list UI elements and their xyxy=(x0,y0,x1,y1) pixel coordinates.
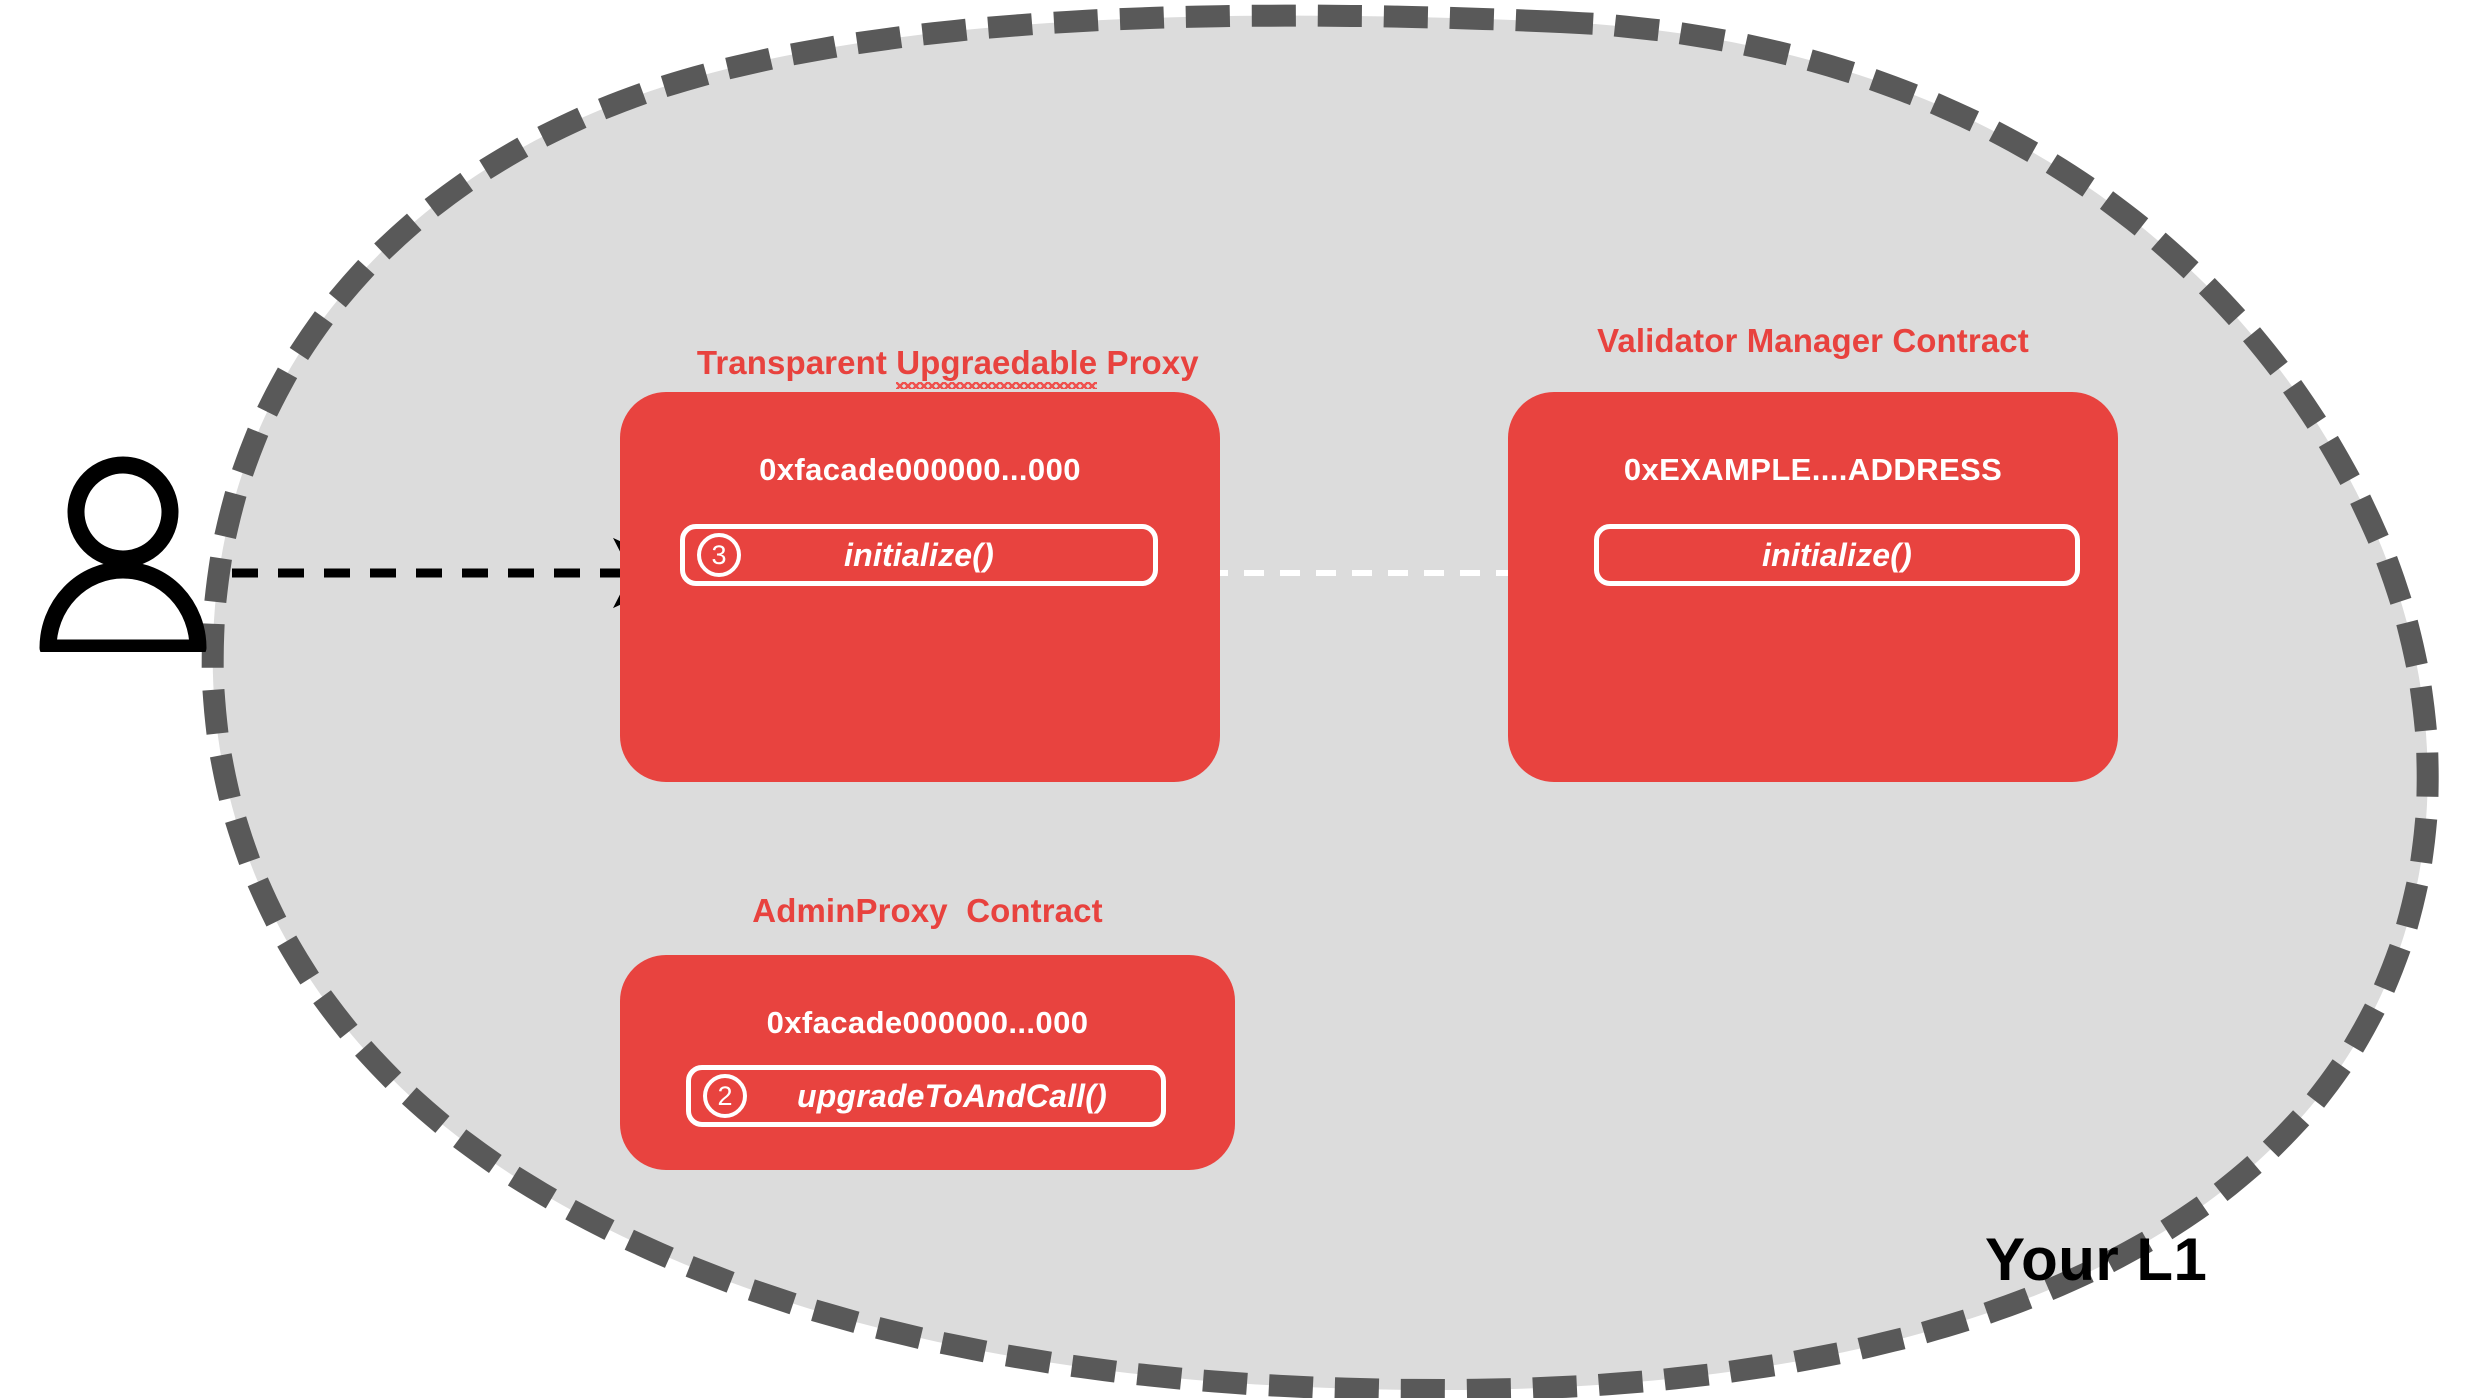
method-label-initialize: initialize() xyxy=(844,536,994,573)
contract-validator-manager-title-group: Validator Manager Contract xyxy=(1508,320,2118,362)
contract-card-validator-manager[interactable]: 0xEXAMPLE....ADDRESS initialize() xyxy=(1508,392,2118,782)
l1-blob-dashed-border xyxy=(201,4,2439,1398)
contract-title-admin-proxy: AdminProxy Contract xyxy=(752,892,1103,929)
contract-card-transparent-proxy[interactable]: 0xfacade000000...000 3 initialize() xyxy=(620,392,1220,782)
step-badge-2: 2 xyxy=(703,1074,747,1118)
contract-admin-proxy-title-group: AdminProxy Contract xyxy=(620,890,1235,932)
method-pill-upgrade-to-and-call[interactable]: 2 upgradeToAndCall() xyxy=(686,1065,1166,1127)
contract-address-admin-proxy: 0xfacade000000...000 xyxy=(766,1005,1089,1040)
title-misspelled-word: Upgraedable xyxy=(896,342,1098,390)
environment-label-your-l1: Your L1 xyxy=(1985,1226,2208,1293)
contract-address-validator-manager: 0xEXAMPLE....ADDRESS xyxy=(1623,452,2003,487)
method-label-initialize-validator: initialize() xyxy=(1762,536,1912,573)
title-prefix: Transparent xyxy=(696,344,897,382)
method-pill-initialize-validator[interactable]: initialize() xyxy=(1594,524,2080,586)
step-badge-3: 3 xyxy=(697,533,741,577)
method-pill-initialize-proxy[interactable]: 3 initialize() xyxy=(680,524,1158,586)
method-label-upgrade-to-and-call: upgradeToAndCall() xyxy=(797,1077,1107,1114)
contract-card-admin-proxy[interactable]: 0xfacade000000...000 2 upgradeToAndCall(… xyxy=(620,955,1235,1170)
title-suffix: Proxy xyxy=(1097,344,1199,382)
contract-address-transparent-proxy: 0xfacade000000...000 xyxy=(759,452,1081,487)
user-icon xyxy=(39,456,207,652)
contract-title-validator-manager: Validator Manager Contract xyxy=(1597,322,2029,359)
